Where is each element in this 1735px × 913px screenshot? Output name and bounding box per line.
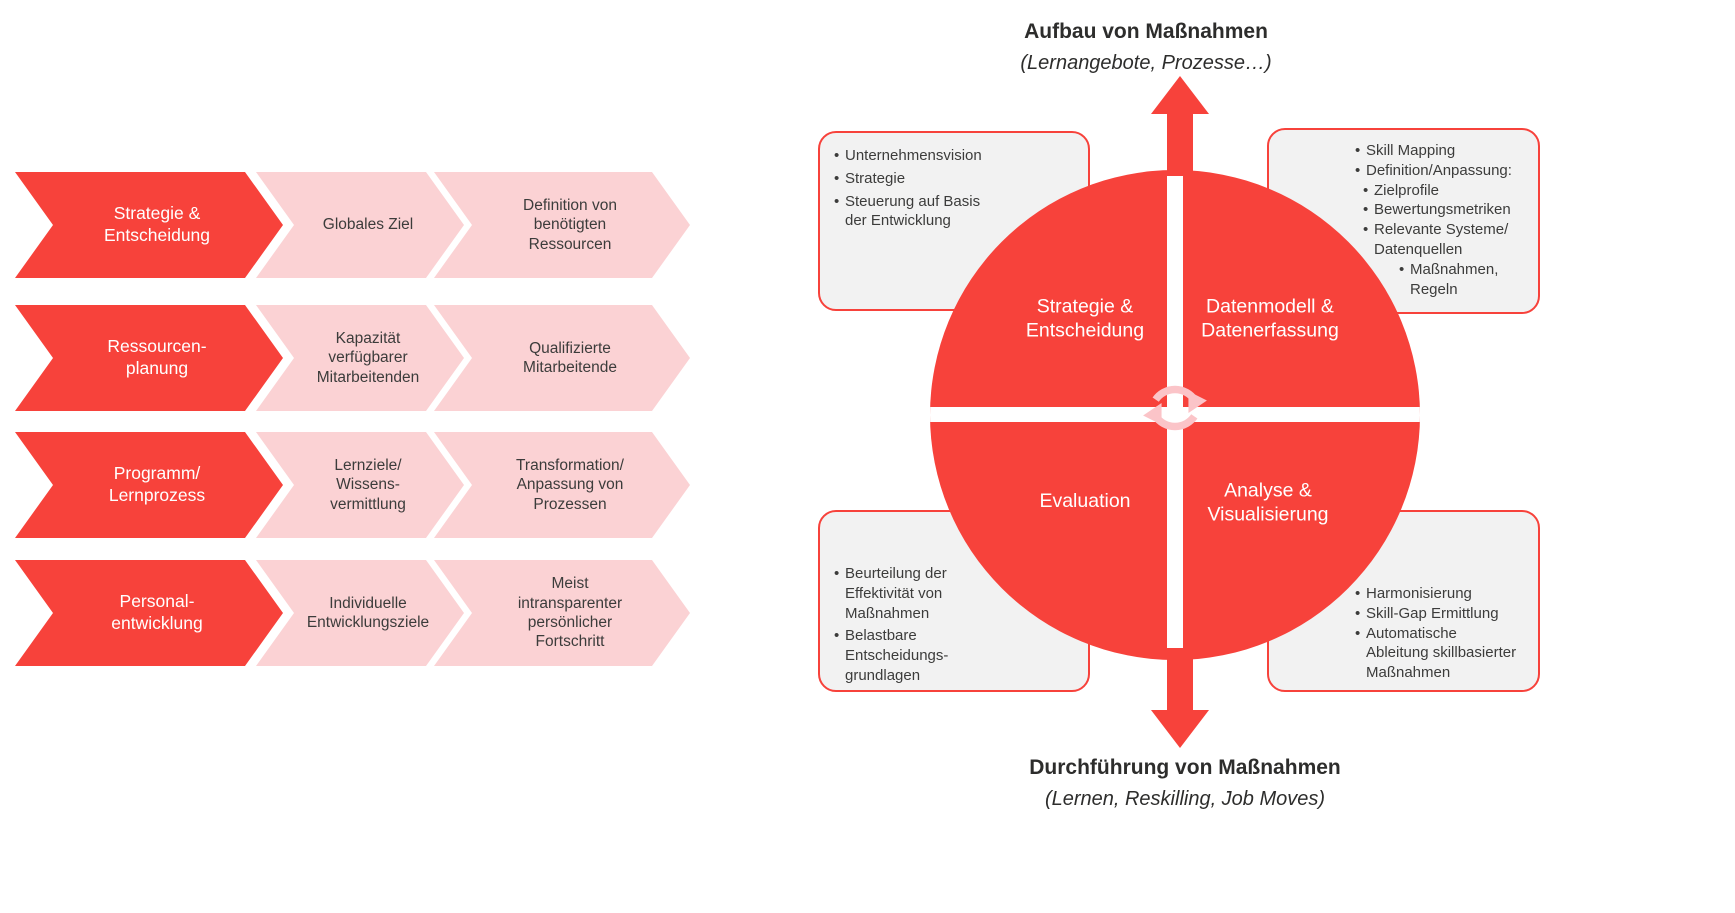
- step-chevron: Individuelle Entwicklungsziele: [256, 560, 464, 666]
- step-label: Meist intransparenter persönlicher Forts…: [517, 575, 623, 651]
- quadrant-label-datenmodell: Datenmodell & Datenerfassung: [1201, 295, 1339, 342]
- note-item: Automatische Ableitung skillbasierter Ma…: [1355, 624, 1530, 683]
- arrow-down-shaft: [1167, 648, 1193, 710]
- note-item: Bewertungsmetriken: [1363, 200, 1530, 220]
- step-label: Transformation/ Anpassung von Prozessen: [516, 456, 624, 513]
- step-chevron: Definition von benötigten Ressourcen: [434, 172, 690, 278]
- arrow-down-icon: [1151, 710, 1209, 748]
- cycle-arrows-icon: [1143, 385, 1207, 431]
- stage-label: Strategie & Entscheidung: [103, 203, 211, 245]
- note-item: Unternehmensvision: [834, 146, 1078, 166]
- stage-label: Programm/ Lernprozess: [108, 463, 206, 505]
- note-box-top-right: Skill Mapping Definition/Anpassung: Ziel…: [1267, 128, 1540, 314]
- cycle-title-bottom: Durchführung von Maßnahmen: [1029, 756, 1341, 779]
- step-chevron: Qualifizierte Mitarbeitende: [434, 305, 690, 411]
- step-chevron: Kapazität verfügbarer Mitarbeitenden: [256, 305, 464, 411]
- note-item: Relevante Systeme/ Datenquellen: [1363, 220, 1530, 260]
- note-item: Belastbare Entscheidungs- grundlagen: [834, 626, 978, 685]
- quadrant-label-strategie: Strategie & Entscheidung: [1025, 295, 1145, 342]
- note-item: Zielprofile: [1363, 181, 1530, 201]
- stage-chevron-personal: Personal- entwicklung: [15, 560, 283, 666]
- stage-label: Ressourcen- planung: [107, 336, 207, 378]
- cycle-title-top: Aufbau von Maßnahmen: [1024, 20, 1268, 43]
- note-item: Strategie: [834, 169, 1078, 189]
- note-item: Beurteilung der Effektivität von Maßnahm…: [834, 564, 978, 623]
- note-item: Skill Mapping: [1355, 141, 1530, 161]
- stage-chevron-programm: Programm/ Lernprozess: [15, 432, 283, 538]
- note-item: Harmonisierung: [1355, 584, 1530, 604]
- arrow-up-icon: [1151, 76, 1209, 114]
- stage-chevron-strategie: Strategie & Entscheidung: [15, 172, 283, 278]
- stage-chevron-ressourcen: Ressourcen- planung: [15, 305, 283, 411]
- note-item: Steuerung auf Basis der Entwicklung: [834, 192, 1078, 232]
- step-label: Qualifizierte Mitarbeitende: [523, 339, 617, 376]
- quadrant-label-evaluation: Evaluation: [1039, 489, 1131, 512]
- cycle-subtitle-top: (Lernangebote, Prozesse…): [1020, 52, 1272, 74]
- cycle-circle: Strategie & Entscheidung Datenmodell & D…: [930, 170, 1420, 660]
- step-chevron: Meist intransparenter persönlicher Forts…: [434, 560, 690, 666]
- quadrant-label-analyse: Analyse & Visualisierung: [1207, 479, 1329, 526]
- step-label: Individuelle Entwicklungsziele: [306, 594, 430, 631]
- divider-horizontal: [930, 407, 1420, 422]
- step-label: Kapazität verfügbarer Mitarbeitenden: [316, 329, 420, 386]
- circle-background: [930, 170, 1420, 660]
- note-item: Definition/Anpassung:: [1355, 161, 1530, 181]
- step-label: Lernziele/ Wissens- vermittlung: [330, 456, 406, 513]
- step-label: Globales Ziel: [322, 216, 414, 234]
- note-item: Skill-Gap Ermittlung: [1355, 604, 1530, 624]
- stage-label: Personal- entwicklung: [111, 591, 203, 633]
- step-chevron: Globales Ziel: [256, 172, 464, 278]
- step-chevron: Transformation/ Anpassung von Prozessen: [434, 432, 690, 538]
- step-label: Definition von benötigten Ressourcen: [523, 196, 617, 253]
- step-chevron: Lernziele/ Wissens- vermittlung: [256, 432, 464, 538]
- cycle-subtitle-bottom: (Lernen, Reskilling, Job Moves): [1044, 788, 1326, 810]
- arrow-up-shaft: [1167, 112, 1193, 176]
- note-item: Maßnahmen, Regeln: [1399, 260, 1530, 300]
